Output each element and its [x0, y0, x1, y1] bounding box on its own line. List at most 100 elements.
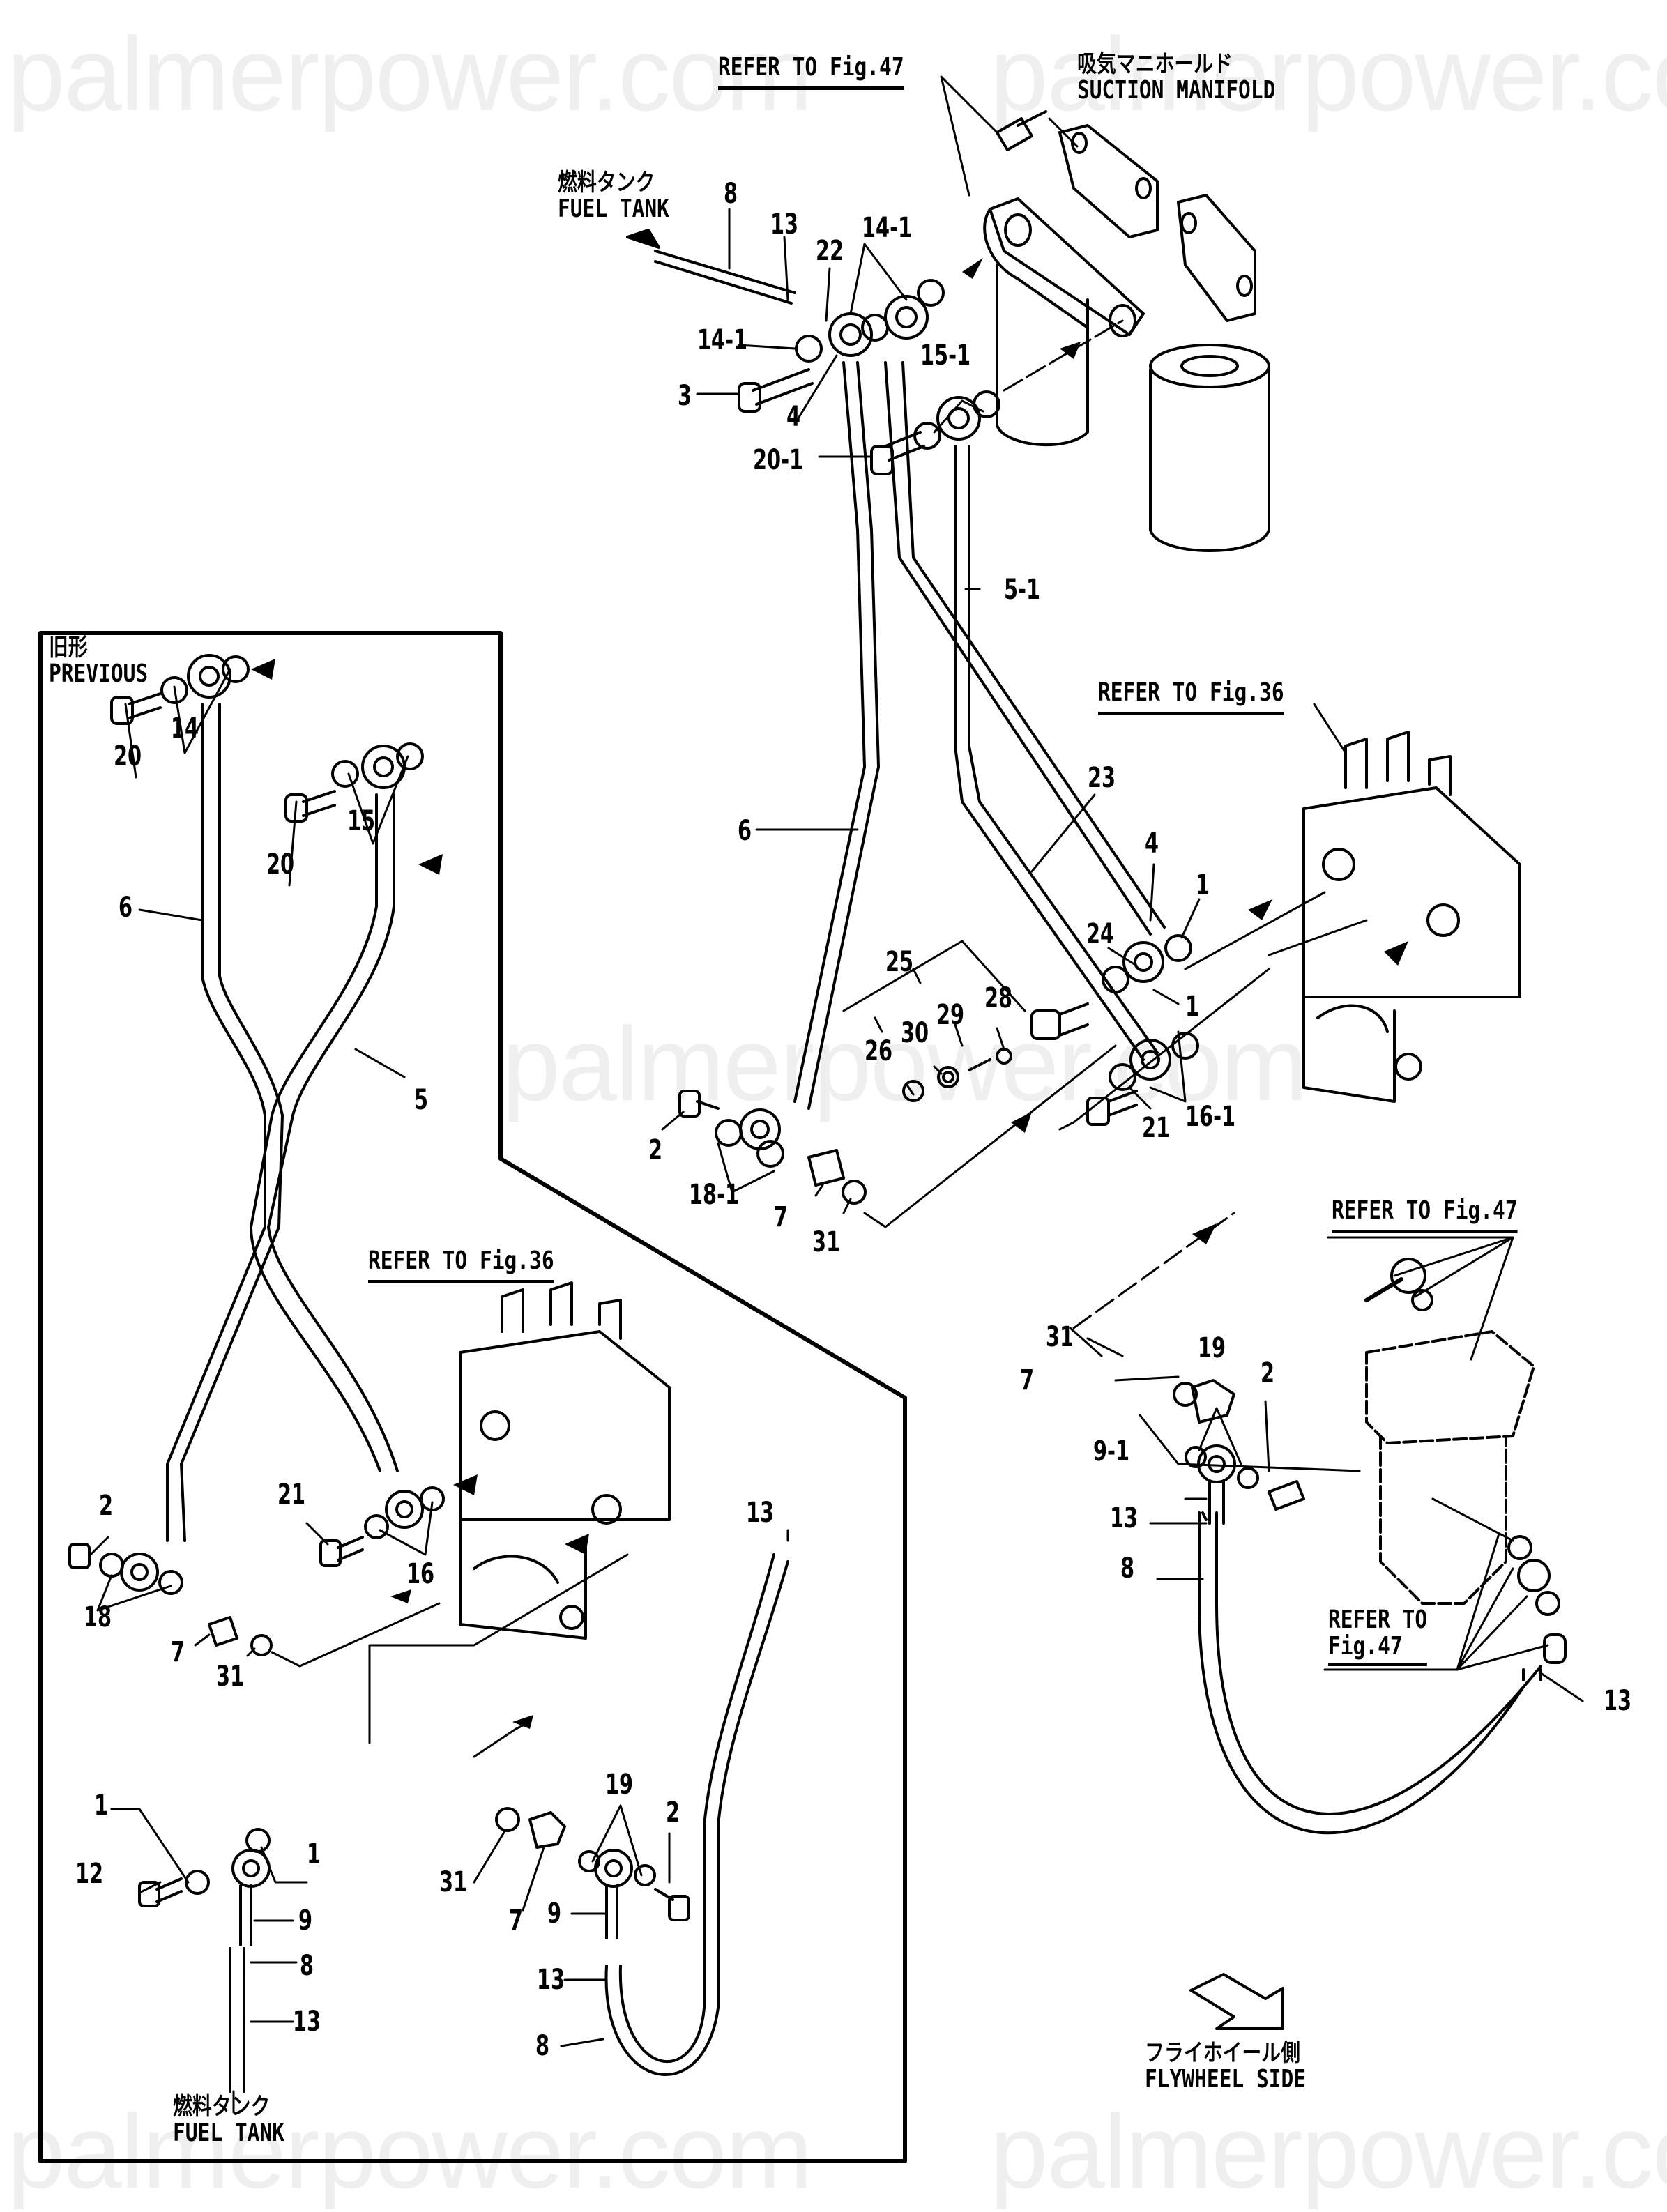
- callout: 7: [171, 1636, 185, 1668]
- flow-arrow-icon: [390, 1589, 411, 1603]
- refer-to-right-note: REFER TO Fig.47: [1328, 1605, 1428, 1666]
- callout: 7: [774, 1201, 789, 1233]
- leader-lines: [661, 75, 1584, 1702]
- inset-hose-5: [250, 793, 399, 1472]
- fuel-filter-right: [1365, 1330, 1535, 1605]
- refer-fig36-main-note: REFER TO Fig.36: [1098, 680, 1284, 715]
- flow-arrow-icon: [251, 659, 275, 680]
- callout: 8: [724, 178, 738, 210]
- flow-arrows: [251, 258, 1408, 1729]
- flow-arrow-icon: [512, 1715, 533, 1729]
- flow-arrow-icon: [1192, 1223, 1217, 1244]
- flow-arrow-icon: [1248, 899, 1272, 920]
- callout: 7: [509, 1905, 524, 1937]
- flywheel-arrow-icon: [1189, 1973, 1284, 2030]
- flywheel-side-jp: フライホイール側: [1145, 2039, 1301, 2067]
- hose-8-right: [1198, 1511, 1542, 1835]
- fuel-tank-inset-jp: 燃料タンク: [173, 2093, 271, 2121]
- callout: 12: [75, 1858, 104, 1890]
- refer-fig47-right-note: REFER TO Fig.47: [1332, 1198, 1518, 1233]
- callout: 22: [816, 235, 844, 267]
- callout: 6: [119, 892, 133, 924]
- callout: 5: [414, 1084, 429, 1116]
- callout: 19: [1198, 1332, 1226, 1364]
- refer-fig47-top-note: REFER TO Fig.47: [718, 54, 904, 90]
- callout: 29: [936, 999, 965, 1031]
- flow-arrow-icon: [962, 258, 983, 279]
- callout: 20: [114, 740, 142, 772]
- flow-arrow-icon: [418, 854, 443, 875]
- inset-leader-lines: [89, 668, 789, 2114]
- watermark: palmerpower.com: [7, 15, 813, 132]
- callout: 1: [1185, 991, 1200, 1023]
- callout: 13: [770, 208, 799, 241]
- callout: 5-1: [1004, 574, 1041, 606]
- previous-note: 旧形 PREVIOUS: [49, 634, 148, 687]
- previous-jp: 旧形: [49, 634, 88, 662]
- flow-arrow-icon: [1060, 342, 1081, 359]
- manifold-bolt: [996, 117, 1033, 151]
- suction-manifold-note: 吸気マニホールド SUCTION MANIFOLD: [1077, 52, 1275, 103]
- callout: 30: [901, 1017, 929, 1049]
- refer-fig36-inset-note: REFER TO Fig.36: [368, 1248, 554, 1283]
- fuel-filter-top: [983, 110, 1270, 552]
- callout: 3: [678, 380, 692, 412]
- flywheel-side-en: FLYWHEEL SIDE: [1145, 2064, 1307, 2093]
- callout: 6: [738, 815, 752, 847]
- flow-line-a: [863, 1044, 1117, 1228]
- callout: 8: [1120, 1553, 1135, 1585]
- hose-5-1: [954, 445, 1159, 1061]
- hose-6: [793, 361, 880, 1110]
- flow-arrow-icon: [565, 1534, 589, 1555]
- callout: 31: [812, 1226, 841, 1258]
- flywheel-side-note: フライホイール側 FLYWHEEL SIDE: [1145, 2041, 1306, 2092]
- callout: 18-1: [689, 1179, 740, 1211]
- watermark: palmerpower.com: [990, 2093, 1667, 2210]
- injection-pump-inset: [459, 1281, 671, 1640]
- inset-hose-6: [166, 703, 284, 1542]
- callout: 14-1: [862, 212, 913, 244]
- flow-line-c: [1268, 919, 1368, 956]
- refer-to-line1: REFER TO: [1328, 1605, 1428, 1634]
- hose-23: [884, 361, 1166, 936]
- previous-inset-frame: [38, 631, 907, 2163]
- callout: 2: [1261, 1357, 1275, 1389]
- banjo-bolt-3: [752, 368, 814, 406]
- fuel-tank-top-en: FUEL TANK: [558, 194, 669, 223]
- callout: 15-1: [920, 340, 971, 372]
- callout: 13: [293, 2006, 321, 2038]
- callout: 13: [1110, 1502, 1139, 1534]
- injection-pump-main: [1302, 731, 1521, 1103]
- flow-arrow-icon: [1011, 1112, 1032, 1133]
- callout: 25: [885, 946, 914, 978]
- callout: 8: [535, 2030, 550, 2062]
- watermark: palmerpower.com: [502, 1005, 1308, 1122]
- fuel-tank-inset-en: FUEL TANK: [173, 2118, 284, 2147]
- suction-manifold-en: SUCTION MANIFOLD: [1077, 75, 1276, 105]
- callout: 28: [984, 982, 1013, 1014]
- suction-manifold-jp: 吸気マニホールド: [1077, 50, 1233, 78]
- callout: 31: [216, 1661, 245, 1693]
- callout: 21: [1142, 1112, 1171, 1144]
- callout: 31: [439, 1866, 468, 1898]
- callout: 13: [537, 1964, 565, 1996]
- fuel-tank-inset-note: 燃料タンク FUEL TANK: [173, 2093, 284, 2147]
- callout: 21: [277, 1479, 306, 1511]
- flow-arrow-icon: [1384, 941, 1408, 966]
- callout: 16-1: [1185, 1101, 1236, 1133]
- callout: 19: [605, 1769, 634, 1801]
- callout: 1: [1196, 869, 1210, 901]
- flow-line-b: [1072, 1212, 1235, 1329]
- fuel-tank-top-jp: 燃料タンク: [558, 169, 655, 197]
- refer-to-line2: Fig.47: [1328, 1631, 1403, 1661]
- callout: 9: [547, 1898, 562, 1930]
- callout: 14: [171, 712, 199, 745]
- callout: 4: [1145, 827, 1159, 860]
- callout: 26: [865, 1035, 893, 1067]
- callout: 2: [666, 1797, 680, 1829]
- callout: 1: [94, 1790, 109, 1822]
- callout: 20-1: [753, 444, 804, 476]
- callout: 15: [347, 805, 376, 837]
